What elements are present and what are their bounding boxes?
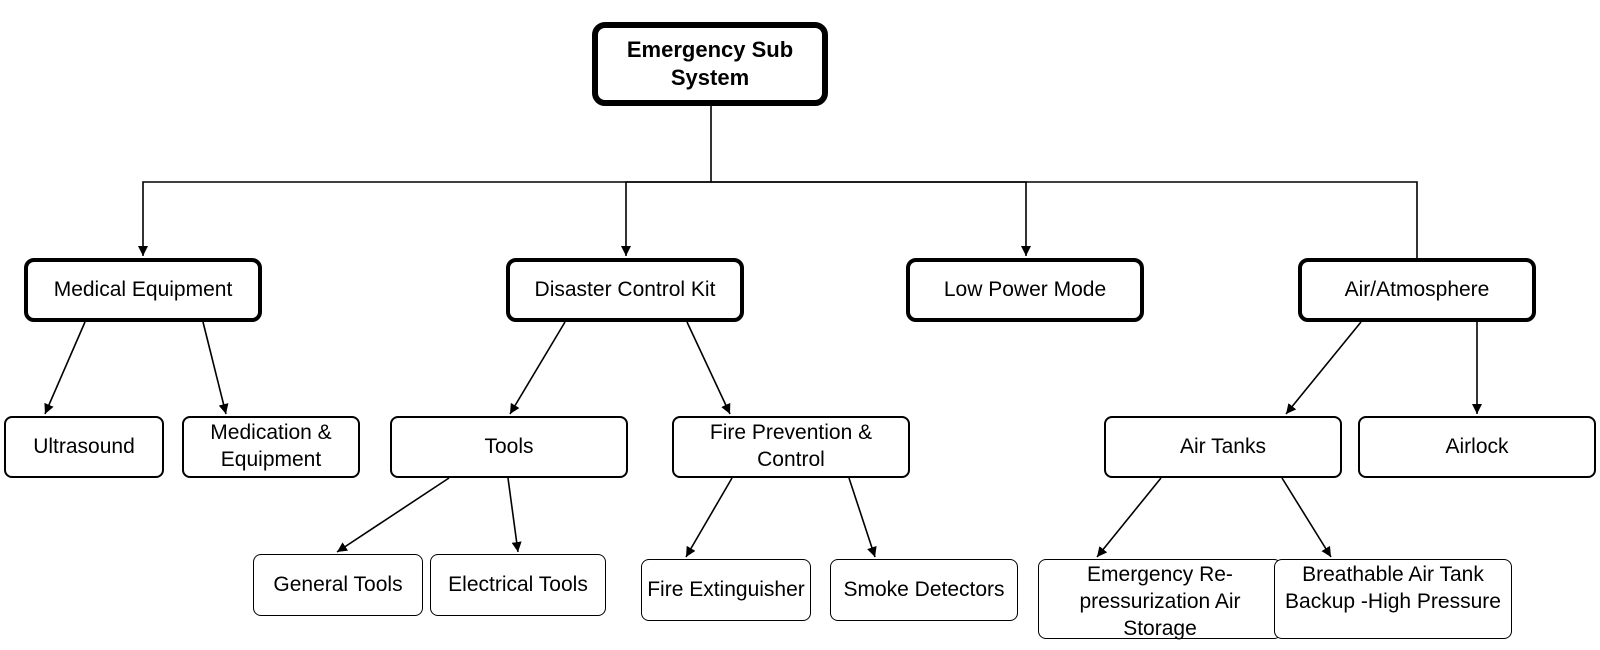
node-fire-prevention-control: Fire Prevention & Control	[672, 416, 910, 478]
edge-airtanks-to-breathable	[1281, 477, 1332, 558]
edge-disaster-to-tools	[509, 321, 566, 415]
edge-fire-to-extinguisher	[685, 477, 733, 558]
node-fire-extinguisher: Fire Extinguisher	[641, 559, 811, 621]
edge-root-to-medical	[138, 106, 712, 256]
edge-tools-to-electrical	[507, 477, 522, 553]
node-low-power-mode: Low Power Mode	[906, 258, 1144, 322]
edge-fire-to-smoke	[848, 477, 877, 558]
edge-tools-to-general	[336, 477, 450, 553]
edge-medical-to-medication	[202, 321, 229, 415]
edge-root-to-air	[711, 181, 1418, 258]
edge-medical-to-ultrasound	[44, 321, 86, 415]
node-breathable-air-tank-backup: Breathable Air Tank Backup -High Pressur…	[1274, 559, 1512, 639]
edge-disaster-to-fire	[686, 321, 731, 415]
node-air-atmosphere: Air/Atmosphere	[1298, 258, 1536, 322]
node-general-tools: General Tools	[253, 554, 423, 616]
node-disaster-control-kit: Disaster Control Kit	[506, 258, 744, 322]
node-medical-equipment: Medical Equipment	[24, 258, 262, 322]
node-emergency-sub-system: Emergency Sub System	[592, 22, 828, 106]
edge-air-to-airtanks	[1285, 321, 1362, 415]
edge-root-to-lowpower	[711, 181, 1031, 256]
node-tools: Tools	[390, 416, 628, 478]
node-electrical-tools: Electrical Tools	[430, 554, 606, 616]
node-emergency-repressurization-air-storage: Emergency Re-pressurization Air Storage	[1038, 559, 1282, 640]
node-smoke-detectors: Smoke Detectors	[830, 559, 1018, 621]
node-air-tanks: Air Tanks	[1104, 416, 1342, 478]
edge-airtanks-to-repress	[1096, 477, 1162, 558]
node-medication-equipment: Medication & Equipment	[182, 416, 360, 478]
node-ultrasound: Ultrasound	[4, 416, 164, 478]
node-airlock: Airlock	[1358, 416, 1596, 478]
edge-root-to-disaster	[621, 181, 711, 256]
